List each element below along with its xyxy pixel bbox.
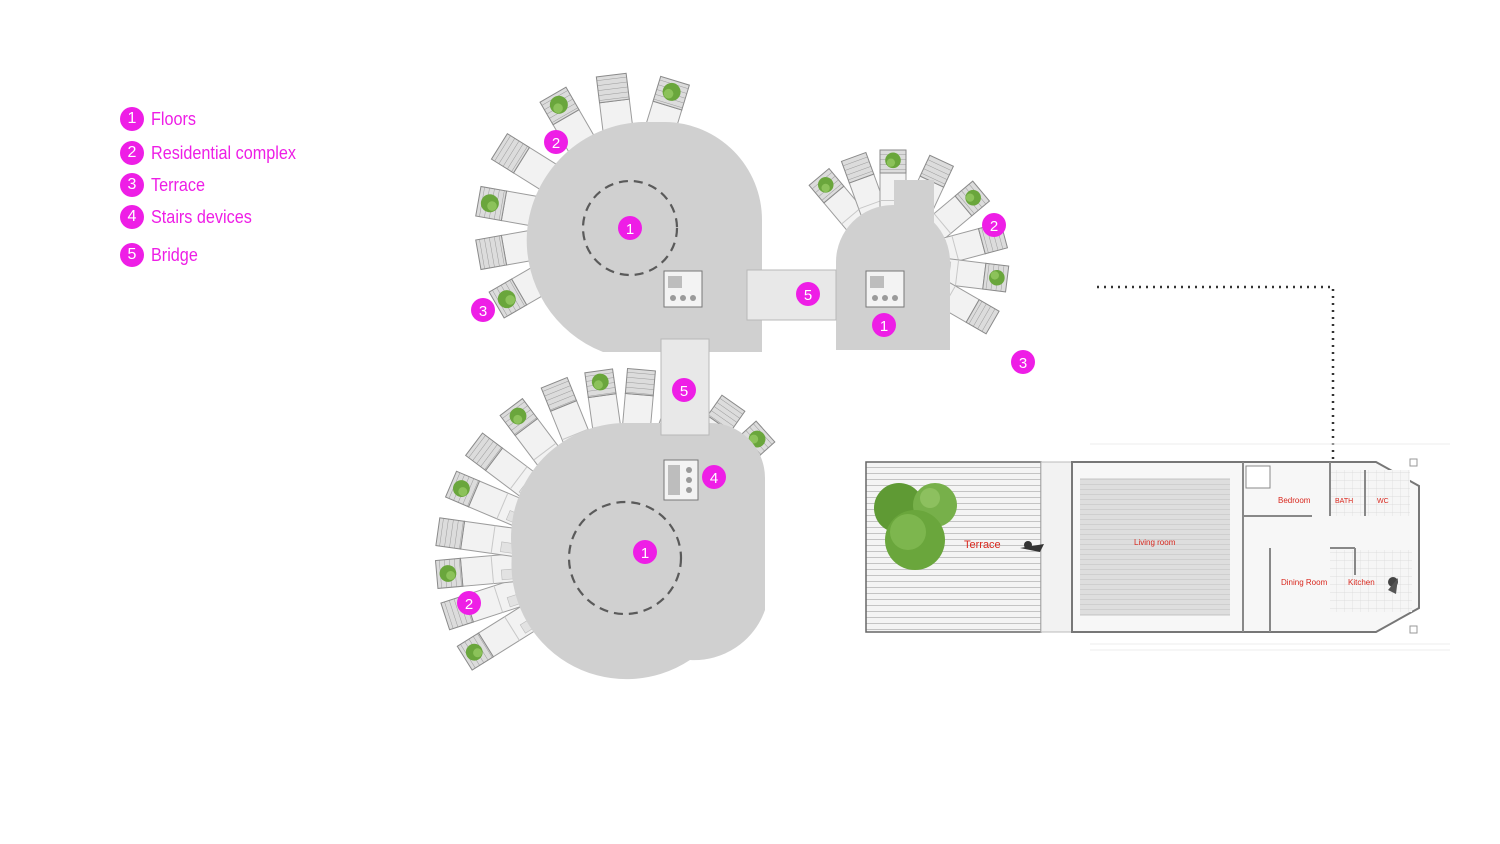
residential-unit (435, 517, 521, 558)
marker: 2 (544, 130, 568, 154)
marker: 5 (672, 378, 696, 402)
legend-number-badge: 3 (120, 173, 144, 197)
marker: 5 (796, 282, 820, 306)
legend-number-badge: 4 (120, 205, 144, 229)
legend-item-stairs-devices: 4 Stairs devices (120, 204, 263, 230)
stairs-core (663, 270, 703, 308)
stairs-core (865, 270, 905, 308)
marker-label: 5 (804, 287, 812, 304)
site-grid-lines (1090, 443, 1450, 651)
legend-number-badge: 5 (120, 243, 144, 267)
marker: 3 (471, 298, 495, 322)
legend-label: Floors (151, 108, 197, 129)
bath-label: BATH (1335, 498, 1353, 505)
bridge-horizontal (746, 269, 837, 321)
marker-label: 2 (990, 218, 998, 235)
detail-leader-line (1097, 285, 1335, 462)
legend-item-residential-complex: 2 Residential complex (120, 140, 312, 166)
marker: 1 (872, 313, 896, 337)
marker-label: 5 (680, 383, 688, 400)
bath-floor (1330, 470, 1410, 516)
marker: 1 (618, 216, 642, 240)
kitchen-fixture (1388, 577, 1398, 594)
terrace-trees (874, 483, 957, 570)
interior-walls (1242, 462, 1366, 632)
legend-item-terrace: 3 Terrace (120, 172, 211, 198)
stairs-core (663, 459, 699, 501)
legend-label: Bridge (151, 244, 198, 265)
marker-label: 3 (1019, 355, 1027, 372)
marker: 2 (982, 213, 1006, 237)
cluster-south (434, 367, 776, 680)
dining-room-label: Dining Room (1281, 578, 1328, 587)
bedroom-label: Bedroom (1278, 496, 1311, 505)
living-room-label: Living room (1134, 538, 1176, 547)
cluster-east (808, 149, 1010, 350)
marker: 2 (457, 591, 481, 615)
legend-label: Terrace (151, 174, 206, 195)
living-room-rug (1080, 478, 1230, 616)
legend-label: Stairs devices (151, 206, 252, 227)
core-circulation-ring (581, 179, 679, 277)
legend-label: Residential complex (151, 142, 296, 163)
unit-plan-detail: Terrace Living room Bedroom BATH WC Dini… (865, 443, 1450, 651)
marker-label: 1 (626, 221, 634, 238)
person-figure (1020, 541, 1044, 552)
legend-item-floors: 1 Floors (120, 106, 201, 132)
marker: 4 (702, 465, 726, 489)
wc-label: WC (1377, 498, 1389, 505)
legend-number-badge: 2 (120, 141, 144, 165)
deck-walkway (1040, 461, 1073, 633)
marker: 3 (1011, 350, 1035, 374)
marker-label: 2 (552, 135, 560, 152)
legend-number-badge: 1 (120, 107, 144, 131)
residential-unit (434, 552, 520, 589)
terrace-label: Terrace (964, 539, 1001, 551)
marker-label: 2 (465, 596, 473, 613)
cluster-north (475, 72, 762, 352)
legend-item-bridge: 5 Bridge (120, 242, 203, 268)
core-circulation-ring (567, 500, 683, 616)
marker: 1 (633, 540, 657, 564)
floor-plate (526, 122, 762, 352)
marker-label: 1 (641, 545, 649, 562)
marker-label: 4 (710, 470, 718, 487)
kitchen-floor (1330, 550, 1412, 612)
marker-label: 1 (880, 318, 888, 335)
kitchen-label: Kitchen (1348, 578, 1375, 587)
marker-label: 3 (479, 303, 487, 320)
